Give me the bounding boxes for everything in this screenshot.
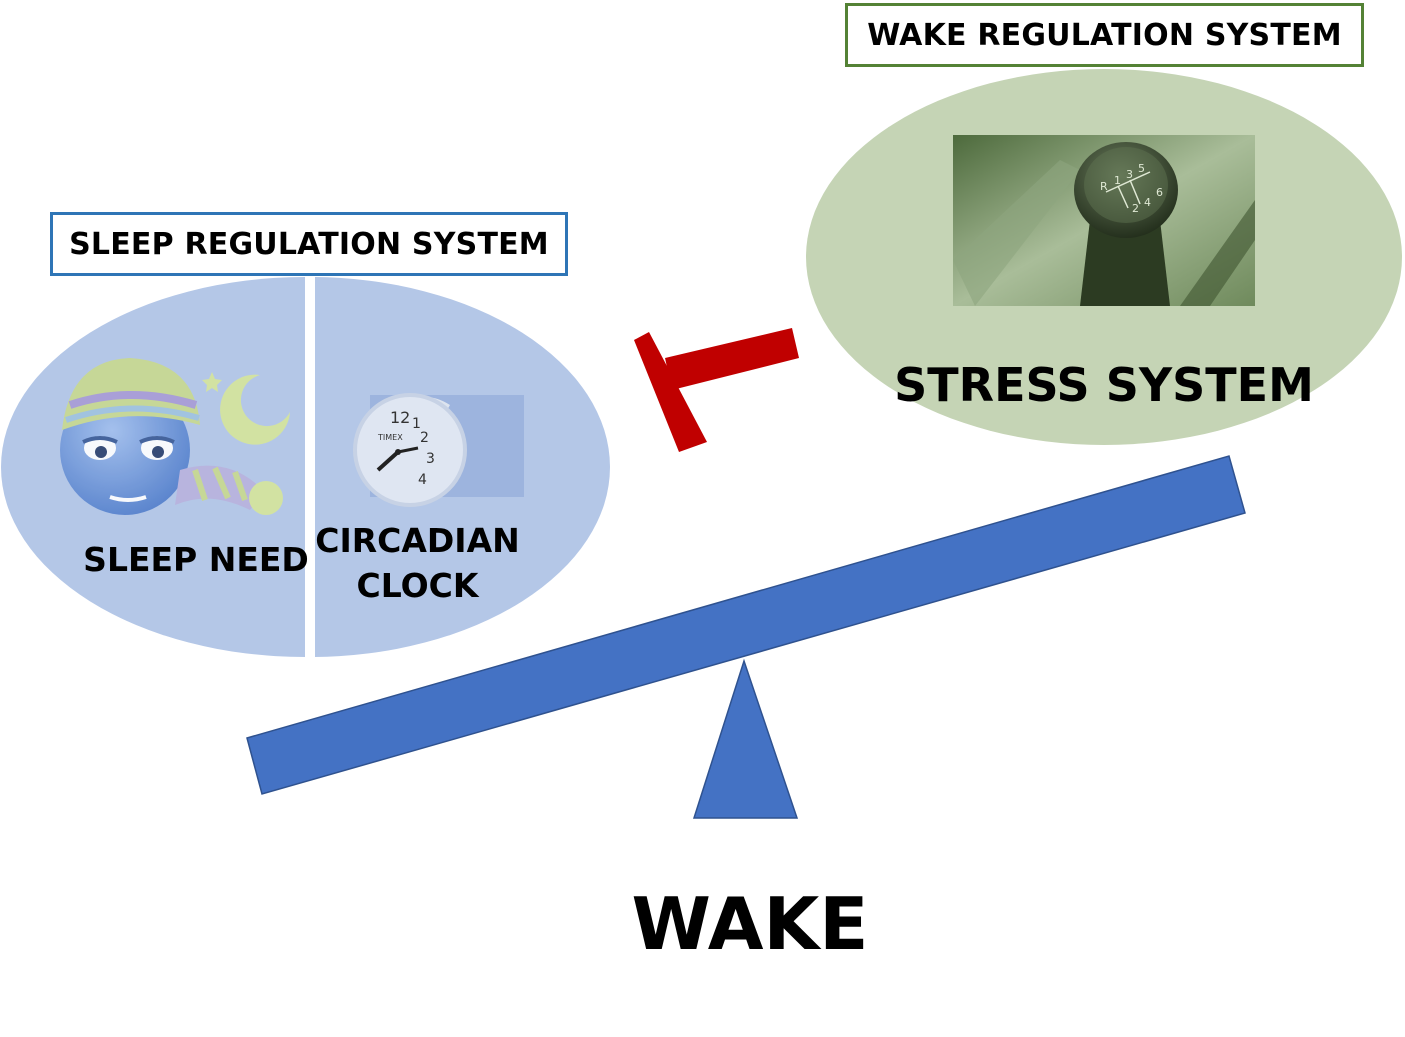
circadian-label-line2: CLOCK	[356, 566, 479, 605]
svg-text:1: 1	[412, 416, 421, 432]
svg-text:4: 4	[418, 472, 427, 488]
gear-digit: 4	[1144, 196, 1151, 209]
gear-digit: 2	[1132, 202, 1139, 215]
circadian-label-line1: CIRCADIAN	[315, 521, 520, 560]
inhibition-stem	[665, 328, 799, 390]
wake-outcome-label: WAKE	[631, 882, 869, 966]
fulcrum-triangle	[692, 658, 799, 819]
gear-shifter-icon: R 1 3 5 2 4 6	[953, 135, 1255, 306]
svg-text:2: 2	[420, 430, 429, 446]
stopwatch-icon: 12 1 2 3 4 TIMEX	[353, 393, 524, 507]
circadian-clock-label: CIRCADIAN CLOCK	[305, 518, 530, 608]
wake-regulation-title: WAKE REGULATION SYSTEM	[845, 3, 1364, 67]
sleep-need-label: SLEEP NEED	[83, 540, 309, 579]
svg-text:12: 12	[390, 408, 410, 427]
clock-brand: TIMEX	[377, 433, 403, 442]
balance-beam	[246, 455, 1246, 795]
sleep-regulation-title: SLEEP REGULATION SYSTEM	[50, 212, 568, 276]
inhibition-bar	[634, 332, 707, 452]
svg-text:3: 3	[426, 451, 435, 467]
gear-digit: 6	[1156, 186, 1163, 199]
gear-digit: 1	[1114, 174, 1121, 187]
inhibition-symbol	[634, 328, 799, 452]
stress-system-label: STRESS SYSTEM	[894, 358, 1314, 412]
gear-digit: R	[1100, 180, 1108, 193]
gear-digit: 5	[1138, 162, 1145, 175]
gear-digit: 3	[1126, 168, 1133, 181]
sleepy-face-icon	[60, 358, 290, 515]
